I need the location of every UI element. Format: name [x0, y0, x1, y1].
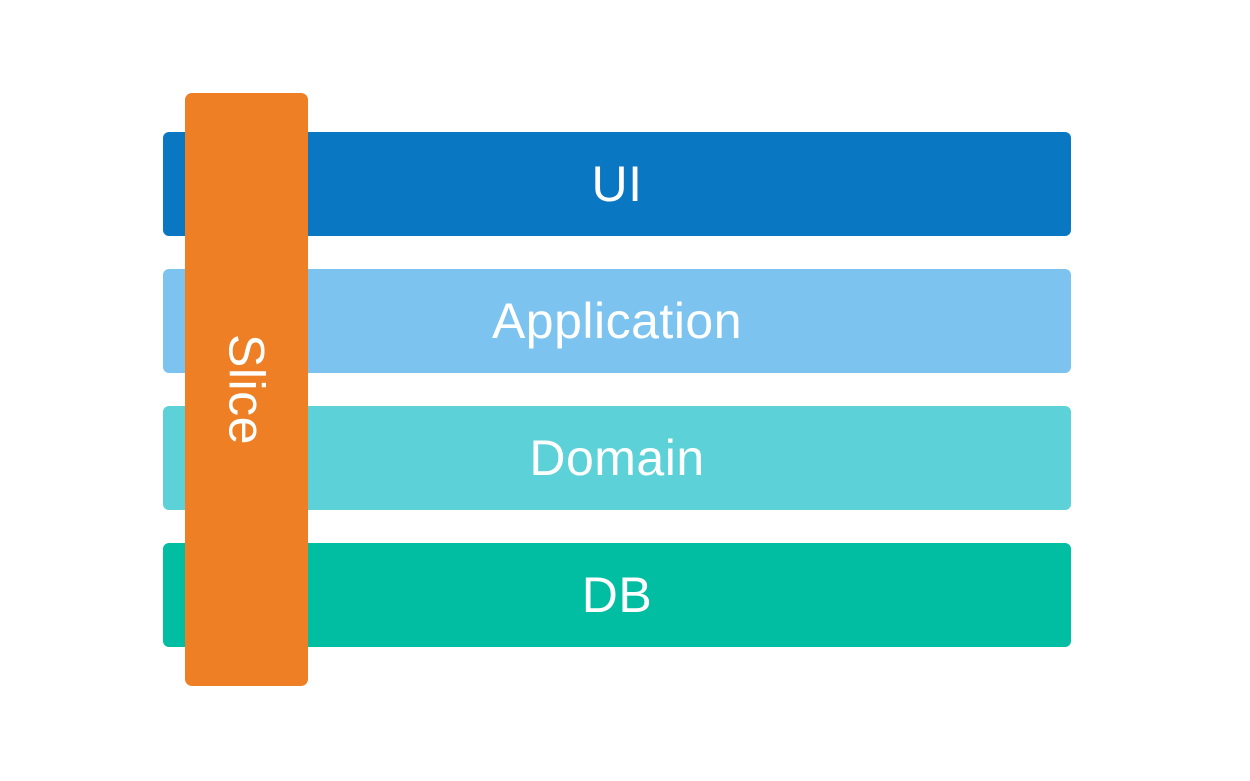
slice-bar: Slice: [185, 93, 308, 686]
slice-label: Slice: [218, 334, 275, 445]
layer-bar-domain: Domain: [163, 406, 1071, 510]
layer-bar-ui: UI: [163, 132, 1071, 236]
layer-label-db: DB: [581, 567, 653, 623]
layer-bar-db: DB: [163, 543, 1071, 647]
layer-label-domain: Domain: [529, 430, 705, 486]
layer-label-ui: UI: [591, 156, 643, 212]
layer-bar-application: Application: [163, 269, 1071, 373]
layer-label-application: Application: [491, 293, 743, 349]
